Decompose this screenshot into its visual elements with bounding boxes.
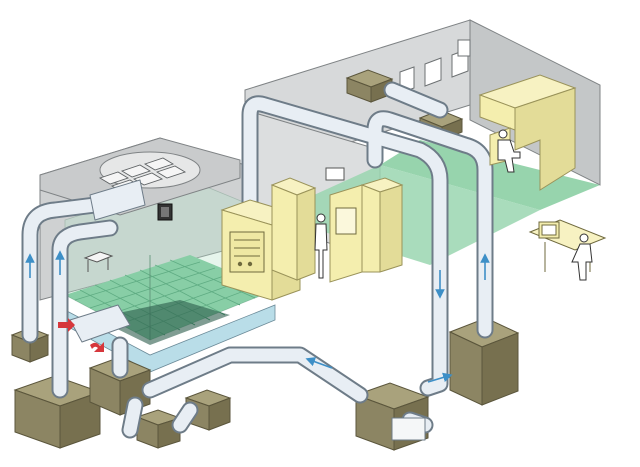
corridor-floor (270, 165, 540, 265)
control-panel-icon (229, 231, 265, 273)
arrow-left-icon (305, 357, 333, 369)
person-icon (314, 213, 328, 279)
arrow-right-icon (427, 372, 453, 383)
wall-vent (457, 39, 471, 57)
computer-workstation-icon (528, 219, 607, 281)
supply-plenum (89, 179, 146, 221)
exhaust-outlet (391, 417, 426, 441)
process-equipment (220, 167, 404, 301)
return-duct-inlet (69, 304, 131, 343)
person-icon (497, 129, 521, 173)
recirculation-arrow-icon (58, 318, 104, 352)
bench (83, 251, 114, 272)
ahu-box-7 (448, 317, 520, 406)
air-ducts (21, 81, 494, 441)
door-sign (325, 167, 345, 181)
person-icon (571, 233, 593, 281)
flow-arrows (25, 250, 490, 383)
plenum-dark-area (95, 300, 230, 345)
office-area (478, 74, 577, 191)
air-shower-window (335, 207, 357, 235)
